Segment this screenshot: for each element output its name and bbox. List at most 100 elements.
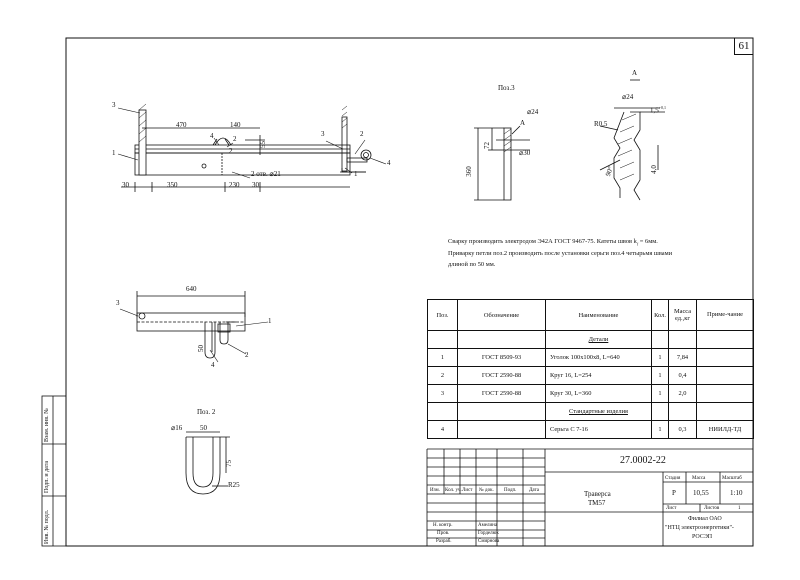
side-callout-3: 3 <box>321 130 325 138</box>
stage-header: Стадия <box>665 476 681 481</box>
spec-cell <box>696 348 754 367</box>
pos3-detail <box>474 125 530 201</box>
col-header: Кол. уч. <box>445 488 462 493</box>
org-line-2: "НТЦ электроэнергетики"- <box>665 525 734 531</box>
spec-h-pos: Поз. <box>427 299 458 331</box>
mass-value: 10,55 <box>693 489 709 497</box>
specification-table: Поз. Обозначение Наименование Кол. Масса… <box>427 299 754 439</box>
spec-cell: 1 <box>651 384 669 403</box>
titleblock-lines <box>426 448 753 546</box>
drawing-code: 27.0002-22 <box>620 455 666 466</box>
pos2-radius: R25 <box>228 481 240 489</box>
plan-dim-50: 50 <box>197 345 205 352</box>
sheets-value: 1 <box>738 506 741 511</box>
dim-470: 470 <box>176 121 187 129</box>
fig1-side-view <box>325 105 387 174</box>
pos3-d360: 360 <box>464 166 473 177</box>
org-line-1: Филиал ОАО <box>688 516 722 522</box>
spec-cell: 3 <box>427 384 458 403</box>
spec-section-std: Стандартные изделия <box>545 402 652 421</box>
table-row: 2 ГОСТ 2590-88 Круг 16, L=254 1 0,4 <box>427 366 754 385</box>
page-number: 61 <box>734 38 753 55</box>
view-a-d40: 4,0 <box>649 165 658 174</box>
plan-callout-2: 2 <box>245 351 249 359</box>
person-name: Горделюк <box>478 531 499 536</box>
dim-350: 350 <box>167 181 178 189</box>
spec-cell: 1 <box>651 348 669 367</box>
dim-140: 140 <box>230 121 241 129</box>
view-a-d24: ⌀24 <box>622 93 634 101</box>
col-header: Лист <box>462 488 473 493</box>
view-a-slope-sup: +0,1 <box>658 105 667 110</box>
side-stamp-sign: Подп. и дата <box>44 460 50 493</box>
spec-cell: 2 <box>427 366 458 385</box>
side-callout-2: 2 <box>360 130 364 138</box>
pos2-d50: 50 <box>200 424 207 432</box>
spec-h-note: Приме-чание <box>696 299 754 331</box>
pos2-d16: ⌀16 <box>171 424 183 432</box>
drawing-title-1: Траверса <box>584 490 611 498</box>
org-line-3: РОСЭП <box>692 534 713 540</box>
side-stamp-inventory: Инв. № подл. <box>44 509 50 544</box>
spec-cell: НИИЛД-ТД <box>696 420 754 439</box>
spec-h-qty: Кол. <box>651 299 669 331</box>
spec-cell: ГОСТ 2590-88 <box>457 384 546 403</box>
drawing-title-2: ТМ57 <box>588 499 606 507</box>
side-callout-4: 4 <box>387 159 391 167</box>
role-label: Н. контр. <box>433 523 453 528</box>
mass-header: Масса <box>692 476 706 481</box>
dim-55: 55 <box>259 141 267 148</box>
view-a-radius: R0,5 <box>594 120 608 128</box>
dim-30b: 30 <box>252 181 259 189</box>
fig1-front-view <box>117 103 351 192</box>
spec-cell: 1 <box>651 366 669 385</box>
note-line-2: Приварку петли поз.2 производить после у… <box>448 250 673 257</box>
spec-cell: 1 <box>651 420 669 439</box>
spec-h-designation: Обозначение <box>457 299 546 331</box>
plan-callout-4: 4 <box>211 361 215 369</box>
note-line-3: длиной по 50 мм. <box>448 261 496 268</box>
spec-cell: ГОСТ 8509-93 <box>457 348 546 367</box>
spec-cell: Круг 30, L=360 <box>545 384 652 403</box>
scale-value: 1:10 <box>730 489 743 497</box>
pos3-d30: ⌀30 <box>519 149 531 157</box>
col-header: Дата <box>529 488 539 493</box>
pos2-title: Поз. 2 <box>197 408 216 416</box>
role-label: Пров. <box>437 531 450 536</box>
person-name: Смирнова <box>478 539 500 544</box>
person-name: Амелина <box>478 523 498 528</box>
spec-h-mass: Масса ед.,кг <box>668 299 697 331</box>
spec-cell: ГОСТ 2590-88 <box>457 366 546 385</box>
pos2-d75: 75 <box>225 460 233 467</box>
callout-1: 1 <box>112 149 116 157</box>
note-line-1: Сварку производить электродом Э42А ГОСТ … <box>448 238 658 247</box>
spec-section-details: Детали <box>545 330 652 349</box>
plan-view <box>119 291 269 363</box>
holes-note: 2 отв. ⌀21 <box>251 170 281 178</box>
plan-callout-1: 1 <box>268 317 272 325</box>
view-a-slope: 1,5+0,1 <box>650 105 667 115</box>
pos2-detail <box>185 431 230 495</box>
spec-cell: 0,3 <box>668 420 697 439</box>
spec-cell <box>696 384 754 403</box>
pos3-view-marker: A <box>520 119 526 127</box>
spec-cell: Уголок 100х100х8, L=640 <box>545 348 652 367</box>
callout-4: 4 <box>210 132 214 140</box>
callout-2b: 2 <box>229 147 233 155</box>
side-stamp-frame <box>41 395 67 547</box>
sheets-header: Листов <box>704 506 720 511</box>
stage-value: Р <box>672 489 676 497</box>
callout-2: 2 <box>233 135 237 143</box>
col-header: № док. <box>479 488 494 493</box>
spec-cell: 0,4 <box>668 366 697 385</box>
note-subscript: f <box>636 241 639 247</box>
spec-header-row: Поз. Обозначение Наименование Кол. Масса… <box>427 299 754 331</box>
spec-cell: 7,84 <box>668 348 697 367</box>
role-label: Разраб. <box>436 539 452 544</box>
dim-30a: 30 <box>122 181 129 189</box>
col-header: Подп. <box>504 488 517 493</box>
view-a-title: A <box>632 69 638 77</box>
sheet-header: Лист <box>666 506 677 511</box>
